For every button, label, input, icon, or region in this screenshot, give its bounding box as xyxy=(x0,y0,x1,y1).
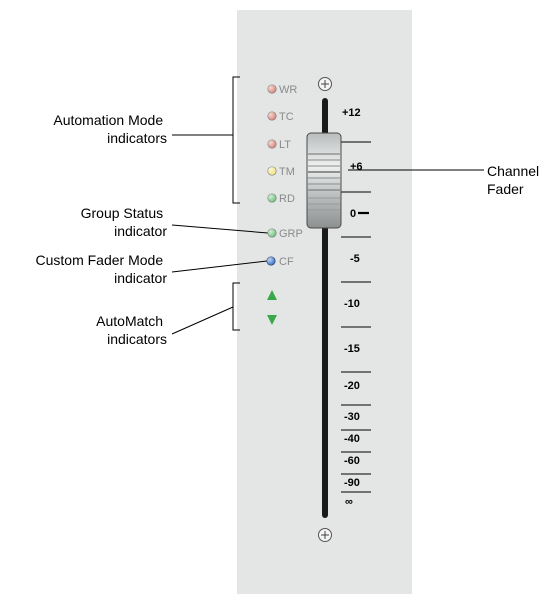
channel-fader-cap[interactable] xyxy=(306,132,342,229)
led-tm-label: TM xyxy=(279,166,295,178)
automatch-indicators xyxy=(267,290,277,325)
automation-bracket xyxy=(232,76,240,204)
channel-fader-callout: Channel Fader xyxy=(487,163,543,197)
automation-mode-leds: WR TC LT TM RD xyxy=(267,84,297,205)
scale-label: -60 xyxy=(344,455,360,467)
led-wr-label: WR xyxy=(279,84,297,96)
group-status-callout: Group Status indicator xyxy=(81,205,168,239)
scale-label: 0 xyxy=(350,208,356,220)
automatch-leader xyxy=(171,306,234,335)
scale-label: -20 xyxy=(344,380,360,392)
scale-label: -5 xyxy=(350,253,360,265)
top-screw-icon xyxy=(318,77,332,91)
scale-label: ∞ xyxy=(345,496,353,508)
automation-mode-callout: Automation Mode indicators xyxy=(53,112,167,146)
led-lt-label: LT xyxy=(279,139,291,151)
fader-scale: +12 +6 0 -5 -10 -15 -20 -30 -40 -60 -90 ∞ xyxy=(341,107,371,508)
scale-label: -15 xyxy=(344,343,360,355)
scale-label: -30 xyxy=(344,411,360,423)
led-rd-label: RD xyxy=(279,193,295,205)
automatch-callout: AutoMatch indicators xyxy=(96,313,167,347)
callout-lines xyxy=(171,76,484,335)
scale-label: +6 xyxy=(350,161,363,173)
automatch-up-arrow-icon xyxy=(267,290,277,300)
custom-fader-mode-led: CF xyxy=(266,256,294,268)
scale-label: +12 xyxy=(342,107,361,119)
scale-label: -10 xyxy=(344,298,360,310)
group-status-led-label: GRP xyxy=(279,228,303,240)
group-status-led: GRP xyxy=(267,228,303,240)
bottom-screw-icon xyxy=(318,528,332,542)
led-tc-label: TC xyxy=(279,111,294,123)
custom-fader-leader xyxy=(171,260,268,273)
custom-fader-mode-callout: Custom Fader Mode indicator xyxy=(36,252,168,286)
custom-fader-mode-led-label: CF xyxy=(279,256,294,268)
scale-label: -90 xyxy=(344,477,360,489)
scale-label: -40 xyxy=(344,433,360,445)
group-status-leader xyxy=(171,224,269,234)
automatch-bracket xyxy=(232,282,240,331)
automatch-down-arrow-icon xyxy=(267,315,277,325)
